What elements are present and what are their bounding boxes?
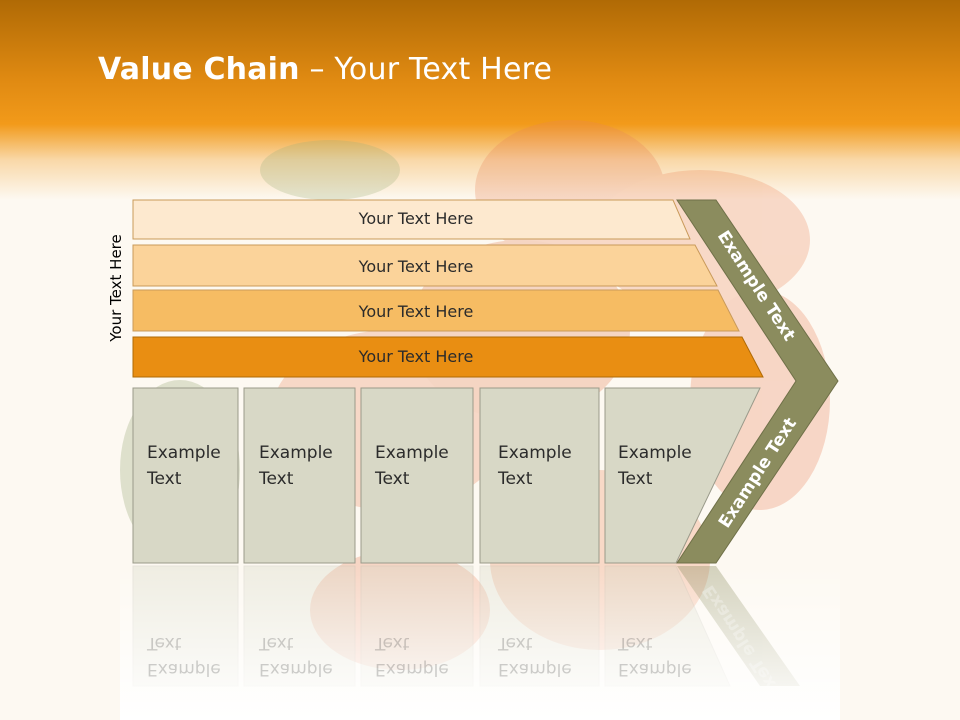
box-4-reflection-line1: Example <box>498 659 572 679</box>
box-2-reflection-line1: Example <box>259 659 333 679</box>
box-1-shape[interactable] <box>132 387 239 564</box>
bar-2-label: Your Text Here <box>358 257 474 276</box>
bar-2-shape[interactable] <box>132 244 718 287</box>
box-5-reflection-line1: Example <box>618 659 692 679</box>
box-3-reflection-line2: Text <box>375 633 410 653</box>
box-3-reflection-line1: Example <box>375 659 449 679</box>
side-label: Your Text Here <box>107 234 125 342</box>
box-3-line2: Text <box>375 469 410 489</box>
box-1-line2: Text <box>147 469 182 489</box>
box-3-line1: Example <box>375 443 449 463</box>
box-4-reflection-label: Example Text <box>498 630 588 682</box>
header-band <box>0 0 960 200</box>
box-3-shape[interactable] <box>360 387 474 564</box>
bar-1-label: Your Text Here <box>358 209 474 228</box>
box-4-line2: Text <box>498 469 533 489</box>
box-1-reflection-label: Example Text <box>147 630 237 682</box>
bar-3-label: Your Text Here <box>358 302 474 321</box>
bar-4-shape[interactable] <box>132 336 764 378</box>
box-1-reflection-line1: Example <box>147 659 221 679</box>
box-1-line1: Example <box>147 443 221 463</box>
title-rest: – Your Text Here <box>299 52 553 87</box>
box-5-line1: Example <box>618 443 692 463</box>
box-1-reflection-line2: Text <box>147 633 182 653</box>
box-5-reflection-label: Example Text <box>618 630 708 682</box>
chevron-arrow[interactable] <box>676 199 839 564</box>
box-2-reflection-label: Example Text <box>259 630 349 682</box>
box-2-line1: Example <box>259 443 333 463</box>
box-2-reflection-line2: Text <box>259 633 294 653</box>
box-5-reflection-line2: Text <box>618 633 653 653</box>
page-title: Value Chain – Your Text Here <box>98 52 552 87</box>
box-5-shape[interactable] <box>604 387 761 564</box>
box-4-reflection-line2: Text <box>498 633 533 653</box>
box-4-shape[interactable] <box>479 387 600 564</box>
bar-3-shape[interactable] <box>132 289 740 332</box>
box-3-reflection-label: Example Text <box>375 630 465 682</box>
bar-1-shape[interactable] <box>132 199 691 240</box>
box-2-line2: Text <box>259 469 294 489</box>
title-bold: Value Chain <box>98 52 300 87</box>
box-5-line2: Text <box>618 469 653 489</box>
bar-4-label: Your Text Here <box>358 347 474 366</box>
box-2-shape[interactable] <box>243 387 356 564</box>
box-4-line1: Example <box>498 443 572 463</box>
